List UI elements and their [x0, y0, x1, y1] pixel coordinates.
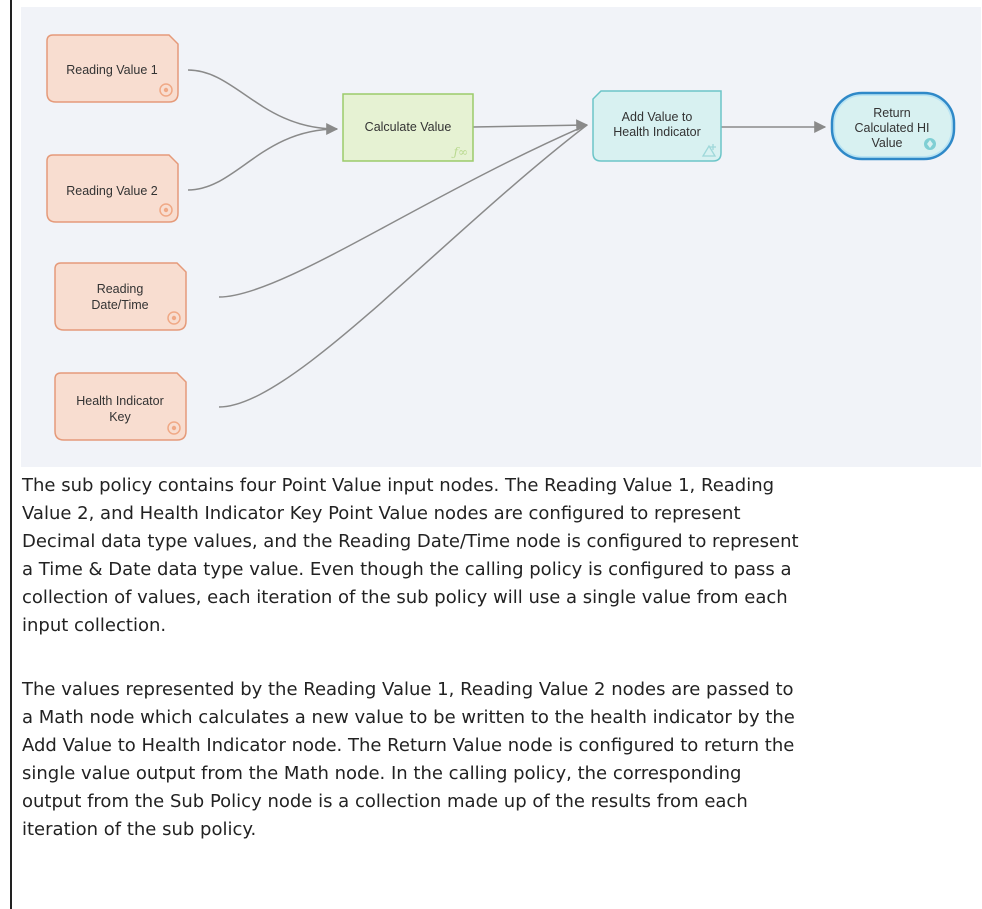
node-reading-date-time[interactable]: Reading Date/Time — [54, 262, 187, 331]
paragraph-line: a Math node which calculates a new value… — [22, 707, 795, 728]
connector-date-add — [218, 124, 588, 298]
node-calculate-value[interactable]: Calculate Value ƒ∞ — [342, 93, 474, 162]
connector-key-add — [218, 124, 588, 408]
connector-calc-add — [472, 119, 589, 132]
paragraph-line: The values represented by the Reading Va… — [22, 679, 794, 700]
paragraph-line: The sub policy contains four Point Value… — [22, 475, 775, 496]
connectors — [187, 69, 827, 408]
paragraph-math-and-return: The values represented by the Reading Va… — [22, 676, 972, 844]
node-label-line-1: Health Indicator — [76, 394, 164, 408]
paragraph-line: Value 2, and Health Indicator Key Point … — [22, 503, 741, 524]
paragraph-sub-policy-inputs: The sub policy contains four Point Value… — [22, 472, 972, 640]
node-label-line-2: Health Indicator — [613, 125, 701, 139]
node-label-line-1: Return — [873, 106, 911, 120]
node-health-indicator-key[interactable]: Health Indicator Key — [54, 372, 187, 441]
paragraph-line: collection of values, each iteration of … — [22, 587, 788, 608]
add-value-icon — [701, 144, 717, 157]
node-reading-value-2[interactable]: Reading Value 2 — [46, 154, 179, 223]
node-label: Reading Value 1 — [66, 63, 158, 77]
paragraph-line: output from the Sub Policy node is a col… — [22, 791, 748, 812]
node-label-line-1: Reading — [97, 282, 144, 296]
point-value-icon — [159, 203, 173, 217]
policy-diagram: Reading Value 1 Reading Value 2 Reading … — [46, 34, 956, 441]
node-label-line-2: Calculated HI — [854, 121, 929, 135]
node-label: Reading Value 2 — [66, 184, 158, 198]
node-return-calculated-hi-value[interactable]: Return Calculated HI Value — [830, 91, 956, 161]
policy-canvas[interactable]: Reading Value 1 Reading Value 2 Reading … — [21, 7, 981, 467]
return-icon — [924, 138, 936, 150]
node-add-value-to-health-indicator[interactable]: Add Value to Health Indicator — [592, 90, 722, 162]
math-function-icon: ƒ∞ — [451, 145, 468, 159]
node-label: Calculate Value — [365, 120, 452, 134]
node-label-line-2: Key — [109, 410, 131, 424]
paragraph-line: Decimal data type values, and the Readin… — [22, 531, 799, 552]
paragraph-line: iteration of the sub policy. — [22, 819, 257, 840]
connector-reading1-calc — [187, 69, 339, 135]
node-reading-value-1[interactable]: Reading Value 1 — [46, 34, 179, 103]
node-label-line-2: Date/Time — [91, 298, 148, 312]
paragraph-line: single value output from the Math node. … — [22, 763, 742, 784]
paragraph-line: Add Value to Health Indicator node. The … — [22, 735, 795, 756]
paragraph-line: a Time & Date data type value. Even thou… — [22, 559, 792, 580]
point-value-icon — [167, 311, 181, 325]
connector-reading2-calc — [187, 128, 338, 191]
node-label-line-1: Add Value to — [622, 110, 693, 124]
point-value-icon — [159, 83, 173, 97]
point-value-icon — [167, 421, 181, 435]
node-label-line-3: Value — [871, 136, 902, 150]
left-border — [10, 0, 12, 909]
paragraph-line: input collection. — [22, 615, 167, 636]
